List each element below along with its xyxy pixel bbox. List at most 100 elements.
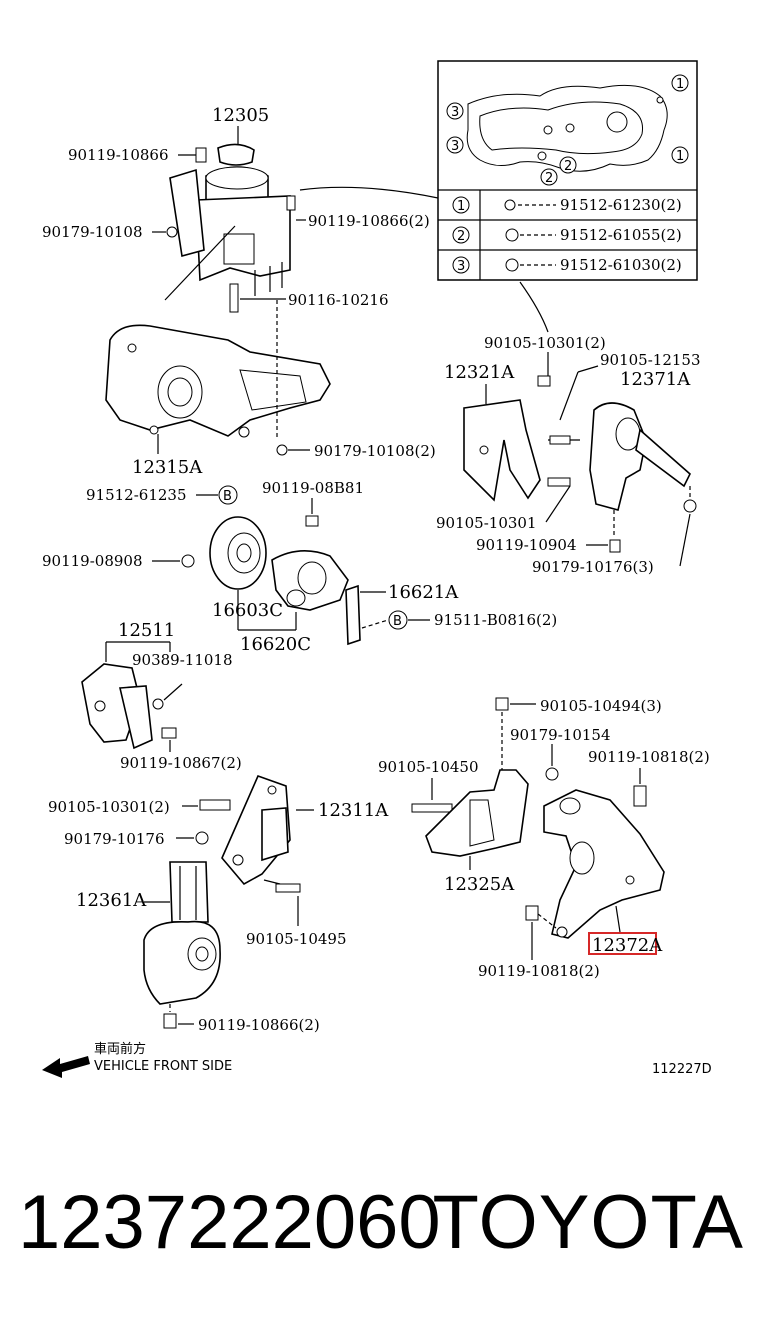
- mount-12372A: [543, 789, 665, 939]
- part-label: 90179-10108: [42, 223, 143, 241]
- part-label: 90389-11018: [132, 651, 233, 669]
- part-label: 90116-10216: [288, 291, 389, 309]
- part-label: B: [393, 614, 402, 629]
- part-label: 90119-10904: [476, 536, 577, 554]
- bolt-icon: [525, 905, 539, 921]
- part-label: 90119-10866(2): [308, 212, 430, 230]
- bolt-icon: [181, 554, 195, 568]
- part-label: 90105-10301: [436, 514, 537, 532]
- part-label-12372A: 12372A: [592, 935, 663, 956]
- vehicle-front-arrow: 車両前方 VEHICLE FRONT SIDE: [42, 1041, 232, 1078]
- bolt-icon: [537, 375, 551, 387]
- bolt-icon: [163, 1013, 177, 1029]
- part-label: 90119-10818(2): [588, 748, 710, 766]
- part-label: 90105-12153: [600, 351, 701, 369]
- part-label: 90119-08908: [42, 552, 143, 570]
- part-label: 12321A: [444, 362, 515, 383]
- bracket-12511: [81, 663, 153, 750]
- part-label: 車両前方: [94, 1041, 146, 1057]
- nut-icon: [166, 226, 178, 238]
- part-label: 91511-B0816(2): [434, 611, 557, 629]
- mount-12371A: [589, 402, 691, 511]
- part-number: 1237222060: [18, 1180, 441, 1265]
- part-label: 90105-10301(2): [484, 334, 606, 352]
- bolt-icon: [549, 435, 571, 445]
- nut-icon: [276, 444, 288, 456]
- nut-icon: [195, 831, 209, 845]
- part-label: 3: [457, 259, 465, 274]
- inset-marker: 2: [559, 156, 577, 174]
- bolt-icon: [411, 803, 453, 813]
- part-label: 1: [457, 199, 465, 214]
- bolt-icon: [199, 799, 231, 811]
- inset-marker: 3: [446, 102, 464, 120]
- part-label: 12361A: [76, 890, 147, 911]
- part-label: 90105-10495: [246, 930, 347, 948]
- bolt-icon: [609, 539, 621, 553]
- reference-code: 112227D: [652, 1062, 712, 1077]
- highlight-box-12372A: [588, 932, 657, 955]
- part-label: 16620C: [240, 634, 311, 655]
- brand-name: TOYOTA: [432, 1180, 744, 1265]
- part-label: 91512-61230(2): [560, 196, 682, 214]
- bolt-icon: [305, 515, 319, 527]
- part-label: 16621A: [388, 582, 459, 603]
- part-label: 12371A: [620, 369, 691, 390]
- bolt-icon: [275, 883, 301, 893]
- inset-marker: 1: [671, 74, 689, 92]
- bracket-12321A: [463, 399, 541, 502]
- part-label: 90179-10108(2): [314, 442, 436, 460]
- part-label: 90105-10301(2): [48, 798, 170, 816]
- part-label: 90105-10494(3): [540, 697, 662, 715]
- legend-row-3: 3 91512-61030(2): [452, 256, 682, 274]
- part-label: 2: [457, 229, 465, 244]
- circle-b-icon: [218, 485, 238, 505]
- idler-pulley-16603C: [209, 516, 267, 590]
- part-label: 1: [676, 77, 684, 92]
- engine-mount-12305: 12305: [164, 105, 291, 301]
- part-label: 2: [545, 171, 553, 186]
- nut-icon: [545, 767, 559, 781]
- part-label: 12315A: [132, 457, 203, 478]
- inset-marker: 2: [540, 168, 558, 186]
- circle-b-icon: [388, 610, 408, 630]
- part-label: 91512-61055(2): [560, 226, 682, 244]
- mount-12361A: [143, 861, 221, 1005]
- parts-diagram: 1 1 2 2 3 3 1 91512-61230(2) 2 91512-610…: [42, 60, 712, 1078]
- part-label: 90119-10866: [68, 146, 169, 164]
- part-label: 90179-10154: [510, 726, 611, 744]
- bolt-icon: [286, 195, 296, 211]
- part-label: 12325A: [444, 874, 515, 895]
- bolt-icon: [161, 727, 177, 739]
- bracket-16621A: [345, 584, 361, 646]
- part-label: 90119-10866(2): [198, 1016, 320, 1034]
- stud-icon: [229, 283, 239, 313]
- part-label: 90119-08B81: [262, 479, 364, 497]
- bolt-icon: [195, 147, 207, 163]
- part-label: 2: [564, 159, 572, 174]
- part-label: 90179-10176(3): [532, 558, 654, 576]
- mount-12311A: [221, 774, 291, 886]
- inset-box: 1 1 2 2 3 3 1 91512-61230(2) 2 91512-610…: [437, 60, 698, 281]
- part-label: 12311A: [318, 800, 389, 821]
- bolt-icon: [505, 258, 519, 272]
- part-label: 91512-61235: [86, 486, 187, 504]
- bolt-icon: [505, 228, 519, 242]
- part-label: 16603C: [212, 600, 283, 621]
- legend-row-2: 2 91512-61055(2): [452, 226, 682, 244]
- part-label: 12511: [118, 620, 175, 641]
- part-label: 1: [676, 149, 684, 164]
- bolt-icon: [547, 477, 571, 487]
- part-label: B: [223, 489, 232, 504]
- part-label: 90105-10450: [378, 758, 479, 776]
- bracket-12325A: [425, 769, 529, 857]
- bolt-icon: [504, 199, 516, 211]
- part-label: 3: [451, 105, 459, 120]
- bracket-12315A: [105, 324, 331, 438]
- inset-marker: 3: [446, 136, 464, 154]
- nut-icon: [152, 698, 164, 710]
- part-label: 91512-61030(2): [560, 256, 682, 274]
- bolt-icon: [495, 697, 509, 711]
- part-label: 90119-10867(2): [120, 754, 242, 772]
- part-label: VEHICLE FRONT SIDE: [94, 1059, 232, 1074]
